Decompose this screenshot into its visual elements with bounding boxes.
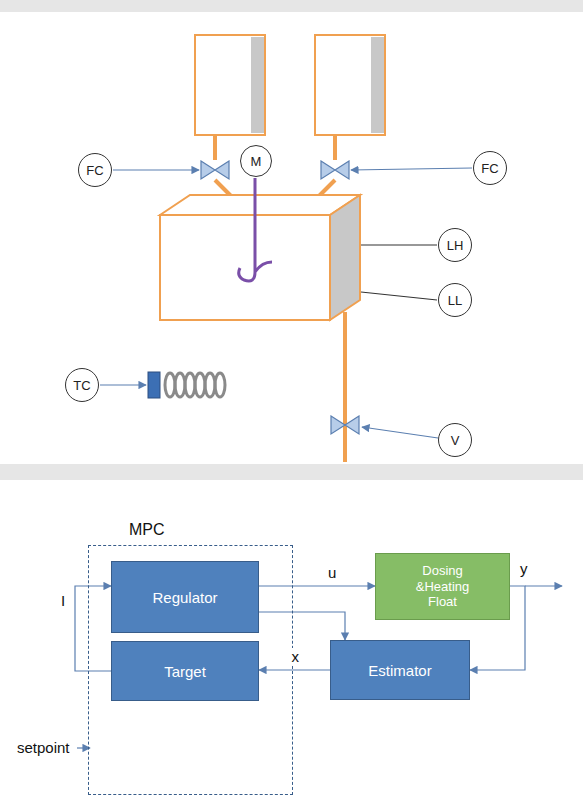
group-heading: MPC: [129, 521, 165, 539]
level-line: [361, 292, 437, 300]
node-text: FC: [86, 163, 103, 178]
output-arrow: [525, 585, 562, 586]
heater-coil: [165, 373, 225, 397]
mixing-tank: [160, 215, 330, 320]
node-text: Regulator: [152, 589, 217, 606]
process-box: Target: [111, 641, 259, 701]
feed-tank: [315, 35, 385, 135]
plant-box: Dosing &Heating Float: [375, 553, 510, 620]
instrument-circle: TC: [65, 368, 99, 402]
process-box: Estimator: [330, 640, 470, 700]
tank-top: [160, 195, 360, 215]
signal-label: u: [327, 564, 337, 581]
node-text: FC: [481, 161, 498, 176]
signal-connector: [75, 586, 111, 671]
signal-label: y: [519, 560, 529, 577]
pipe: [343, 312, 347, 462]
tank-side: [251, 37, 264, 133]
valve-symbol: [201, 161, 229, 179]
node-text: TC: [73, 378, 90, 393]
signal-connector: [259, 585, 375, 586]
instrument-circle: LL: [438, 283, 472, 317]
node-text: V: [451, 433, 460, 448]
process-box: Regulator: [111, 561, 259, 633]
signal-line: [351, 168, 472, 170]
instrument-circle: FC: [473, 151, 507, 185]
signal-label: I: [60, 592, 66, 609]
valve-symbol: [331, 416, 359, 434]
grey-band: [0, 0, 583, 12]
heater-block: [148, 372, 160, 398]
instrument-circle: FC: [78, 153, 112, 187]
grey-band: [0, 464, 583, 480]
level-line: [361, 244, 437, 245]
mpc-group: MPCRegulatorTarget: [88, 545, 293, 795]
signal-line: [362, 427, 438, 438]
node-text: LL: [448, 293, 462, 308]
feed-tank: [195, 35, 265, 135]
node-text: M: [251, 154, 262, 169]
signal-connector: [259, 612, 345, 640]
signal-label: x: [291, 648, 301, 665]
instrument-circle: V: [438, 423, 472, 457]
agitator: [239, 178, 272, 281]
input-label: setpoint: [16, 739, 71, 756]
tank-side: [371, 37, 384, 133]
pipe: [213, 135, 217, 160]
tank-side: [330, 195, 360, 320]
node-text: Target: [164, 663, 206, 680]
node-text: Dosing &Heating Float: [407, 563, 479, 610]
instrument-circle: LH: [438, 228, 472, 262]
node-text: Estimator: [368, 662, 431, 679]
valve-symbol: [321, 161, 349, 179]
motor-circle: M: [240, 145, 272, 177]
signal-connector: [259, 669, 330, 670]
signal-line: [100, 384, 146, 385]
node-text: LH: [447, 238, 464, 253]
signal-line: [113, 169, 199, 170]
pipe: [333, 135, 337, 160]
